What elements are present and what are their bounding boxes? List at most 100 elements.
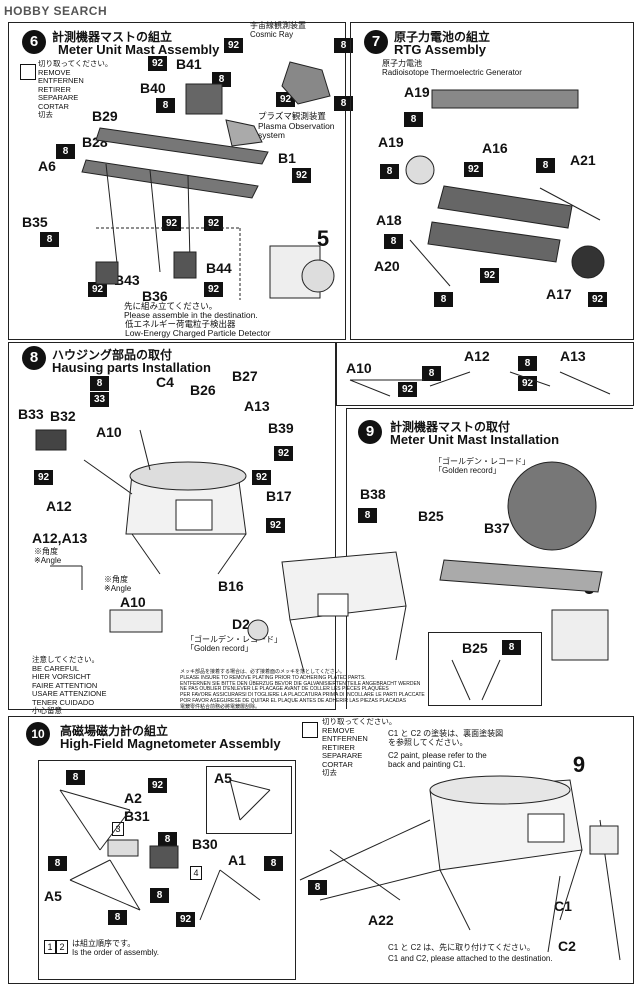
part-A10-angle: A10 (120, 594, 146, 610)
angle-label-A12-A13: A12,A13 (32, 530, 88, 546)
paint-8: 8 (264, 856, 283, 871)
step7-sub-en: Radioisotope Thermoelectric Generator (382, 68, 522, 77)
step10-title-jp: 高磁場磁力計の組立 (60, 724, 169, 738)
part-B39: B39 (268, 420, 294, 436)
part-B25-inset: B25 (462, 640, 488, 656)
paint-92: 92 (148, 56, 167, 71)
paint-92: 92 (88, 282, 107, 297)
part-B38: B38 (360, 486, 386, 502)
step9-number: 9 (358, 420, 382, 444)
paint-92: 92 (292, 168, 311, 183)
care-note: 注意してください。 BE CAREFUL HIER VORSICHT FAIRE… (32, 655, 107, 715)
part-A17: A17 (546, 286, 572, 302)
part-C1: C1 (554, 898, 572, 914)
c1c2-attach-note-en: C1 and C2, please attached to the destin… (388, 954, 553, 963)
part-C4: C4 (156, 374, 174, 390)
step10-cut-note: 切り取ってください。 REMOVE ENTFERNEN RETIRER SEPA… (322, 717, 397, 777)
paint-8: 8 (358, 508, 377, 523)
part-A18: A18 (376, 212, 402, 228)
step7-title-jp: 原子力電池の組立 (394, 30, 491, 44)
part-A12: A12 (46, 498, 72, 514)
step10-A5-inset (206, 766, 292, 834)
order-num-2: 2 (56, 940, 68, 954)
part-A10: A10 (96, 424, 122, 440)
step8-title-jp: ハウジング部品の取付 (52, 348, 173, 362)
order-num-1: 1 (44, 940, 56, 954)
step9-leg-inset (428, 632, 542, 706)
part-A16: A16 (482, 140, 508, 156)
step10-number: 10 (26, 722, 50, 746)
plating-note: メッキ部品を接着する場合は、必ず接着面のメッキを落としてください。 PLEASE… (180, 669, 425, 710)
paint-92: 92 (148, 778, 167, 793)
paint-92: 92 (266, 518, 285, 533)
part-A5-inset: A5 (214, 770, 232, 786)
order-num-3: 3 (112, 822, 124, 836)
paint-8: 8 (56, 144, 75, 159)
hobby-search-watermark: HOBBY SEARCH (4, 4, 108, 18)
paint-8: 8 (308, 880, 327, 895)
paint-8: 8 (536, 158, 555, 173)
part-C2: C2 (558, 938, 576, 954)
step6-assemble-note: 先に組み立てください。 Please assemble in the desti… (124, 301, 258, 320)
cut-icon (20, 64, 36, 80)
step6-title-jp: 計測機器マストの組立 (52, 30, 173, 44)
step6-cut-note: 切り取ってください。 REMOVE ENTFERNEN RETIRER SEPA… (38, 59, 113, 119)
golden-record-top-label: 「ゴールデン・レコード」 「Golden record」 (434, 457, 530, 475)
part-A2: A2 (124, 790, 142, 806)
paint-92: 92 (162, 216, 181, 231)
paint-92: 92 (274, 446, 293, 461)
part-A19: A19 (378, 134, 404, 150)
step7-number: 7 (364, 30, 388, 54)
part-B40: B40 (140, 80, 166, 96)
part-B1: B1 (278, 150, 296, 166)
part-B33: B33 (18, 406, 44, 422)
order-num-4: 4 (190, 866, 202, 880)
paint-8: 8 (384, 234, 403, 249)
step7-panel (350, 22, 634, 340)
part-B27: B27 (232, 368, 258, 384)
paint-8: 8 (158, 832, 177, 847)
part-A19: A19 (404, 84, 430, 100)
step7-title-en: RTG Assembly (394, 42, 486, 57)
part-A13: A13 (244, 398, 270, 414)
part-B32: B32 (50, 408, 76, 424)
step8-title-en: Hausing parts Installation (52, 360, 211, 375)
paint-8: 8 (48, 856, 67, 871)
paint-8: 8 (212, 72, 231, 87)
step8-angle-inset (336, 342, 634, 406)
part-B37: B37 (484, 520, 510, 536)
part-B35: B35 (22, 214, 48, 230)
paint-8: 8 (422, 366, 441, 381)
paint-33: 33 (90, 392, 109, 407)
step6-title-en: Meter Unit Mast Assembly (58, 42, 220, 57)
part-B16: B16 (218, 578, 244, 594)
inset-part-A10: A10 (346, 360, 372, 376)
part-B29: B29 (92, 108, 118, 124)
golden-record-bottom-label: 「ゴールデン・レコード」 「Golden record」 (186, 635, 282, 653)
step6-plasma-label: プラズマ観測装置 Plasma Observation system (258, 111, 335, 140)
part-B41: B41 (176, 56, 202, 72)
angle-note-a: ※角度 ※Angle (34, 547, 62, 565)
paint-92: 92 (224, 38, 243, 53)
step6-number: 6 (22, 30, 46, 54)
step8-number: 8 (22, 346, 46, 370)
paint-92: 92 (398, 382, 417, 397)
paint-8: 8 (156, 98, 175, 113)
step6-panel (8, 22, 346, 340)
part-B36: B36 (142, 288, 168, 304)
step10-panel (8, 716, 634, 984)
inset-part-A13: A13 (560, 348, 586, 364)
paint-8: 8 (40, 232, 59, 247)
paint-8: 8 (380, 164, 399, 179)
step9-title-jp: 計測機器マストの取付 (390, 420, 511, 434)
paint-92: 92 (588, 292, 607, 307)
paint-92: 92 (34, 470, 53, 485)
paint-8: 8 (518, 356, 537, 371)
paint-8: 8 (334, 38, 353, 53)
part-D2: D2 (232, 616, 250, 632)
paint-92: 92 (480, 268, 499, 283)
cut-icon (302, 722, 318, 738)
paint-92: 92 (204, 216, 223, 231)
paint-92: 92 (464, 162, 483, 177)
